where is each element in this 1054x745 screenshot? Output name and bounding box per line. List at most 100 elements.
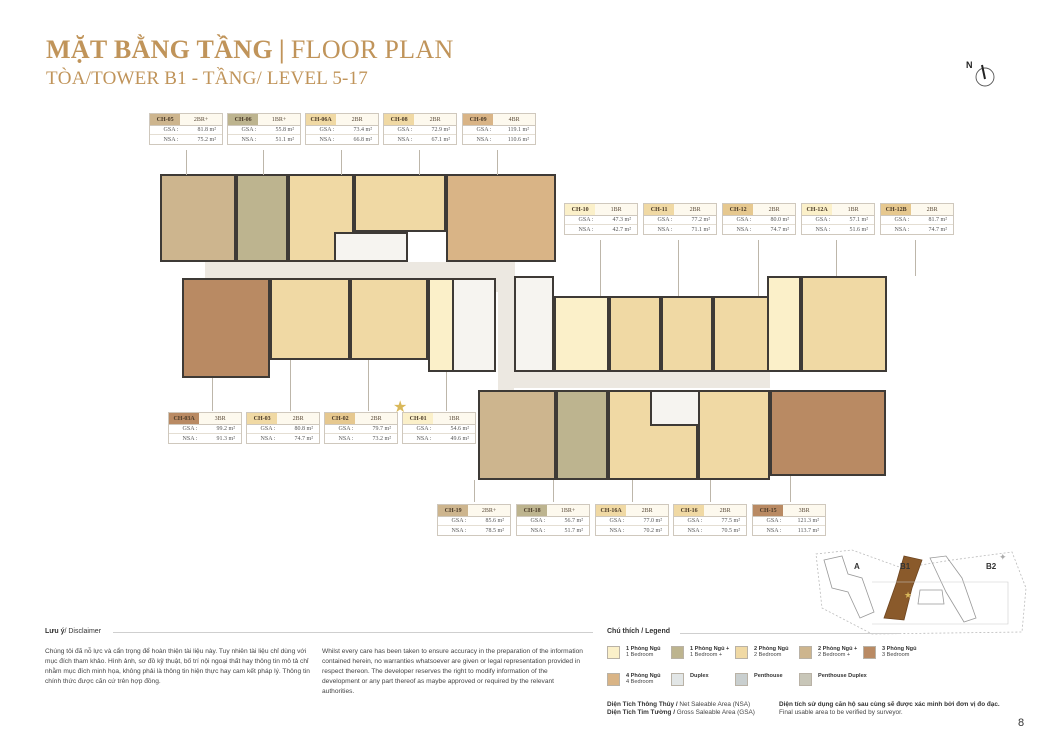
unit-ch-19[interactable] [478,390,556,480]
unit-type: 1BR [433,413,475,424]
gsa-value: 121.3 m² [797,518,819,524]
nsa-value: 113.7 m² [797,527,819,534]
site-key-map: ★ ✦ A B1 B2 [812,548,1032,638]
gsa-value: 80.8 m² [294,426,313,432]
unit-ch-16[interactable] [698,390,770,480]
nsa-value: 70.5 m² [721,527,740,534]
nsa-value: 51.6 m² [849,226,868,233]
unit-ch-03[interactable] [270,278,350,360]
nsa-value: 78.5 m² [485,527,504,534]
keymap-label-b1: B1 [900,562,911,571]
gsa-label: GSA : [736,217,752,223]
unit-ch-08[interactable] [354,174,446,232]
keymap-label-a: A [854,562,860,571]
unit-type: 2BR [414,114,456,125]
leader-line [419,150,420,175]
unit-ch-18[interactable] [556,390,608,480]
nsa-label: NSA : [182,435,198,442]
unit-type: 2BR+ [180,114,222,125]
leader-line [632,480,633,502]
unit-code: CH-12B [881,204,912,215]
svg-text:✦: ✦ [999,552,1007,562]
unit-ch-11[interactable] [609,296,661,372]
nsa-value: 42.7 m² [612,226,631,233]
unit-type: 2BR [704,505,746,516]
nsa-label: NSA : [241,136,257,143]
leader-line [497,150,498,175]
unit-code: CH-10 [565,204,596,215]
nsa-label: NSA : [163,136,179,143]
unit-ch-09[interactable] [446,174,556,262]
gsa-value: 80.0 m² [770,217,789,223]
divider [680,633,900,634]
leader-line [474,480,475,502]
leader-line [186,150,187,175]
gsa-label: GSA : [578,217,594,223]
unit-ch-12a[interactable] [767,276,801,372]
unit-ch-06[interactable] [236,174,288,262]
unit-code: CH-18 [517,505,548,516]
unit-type: 1BR+ [258,114,300,125]
unit-type: 4BR [493,114,535,125]
unit-ch-03a[interactable] [182,278,270,378]
nsa-value: 49.6 m² [450,435,469,442]
legend-item-penthouse-duplex: Penthouse Duplex [799,673,889,686]
unit-ch-02[interactable] [350,278,428,360]
keymap-label-b2: B2 [986,562,997,571]
gsa-label: GSA : [609,518,625,524]
unit-ch-10[interactable] [554,296,609,372]
unit-code: CH-12 [723,204,754,215]
gsa-value: 81.8 m² [197,127,216,133]
gsa-value: 81.7 m² [928,217,947,223]
nsa-label: NSA : [416,435,432,442]
nsa-value: 91.3 m² [216,435,235,442]
gsa-label: GSA : [476,127,492,133]
nsa-value: 75.2 m² [197,136,216,143]
unit-type: 2BR+ [468,505,510,516]
unit-code: CH-05 [150,114,181,125]
gsa-value: 119.1 m² [507,127,529,133]
nsa-value: 73.2 m² [372,435,391,442]
swatch [671,673,684,686]
nsa-value: 74.7 m² [294,435,313,442]
unit-ch-15[interactable] [770,390,886,476]
unit-code: CH-19 [438,505,469,516]
unit-ch-12[interactable] [661,296,713,372]
swatch [607,646,620,659]
nsa-label: NSA : [657,226,673,233]
unit-ch-12b[interactable] [801,276,887,372]
unit-type: 2BR [355,413,397,424]
nsa-label: NSA : [766,527,782,534]
gsa-label: GSA : [182,426,198,432]
title-vi: MẶT BẰNG TẦNG [46,35,273,64]
nsa-label: NSA : [578,226,594,233]
unit-ch-12-b[interactable] [713,296,769,372]
stair-core [334,232,408,262]
north-compass-icon: N [964,55,1004,95]
unit-code: CH-15 [753,505,784,516]
unit-ch-05[interactable] [160,174,236,262]
gsa-label: GSA : [338,426,354,432]
swatch [863,646,876,659]
